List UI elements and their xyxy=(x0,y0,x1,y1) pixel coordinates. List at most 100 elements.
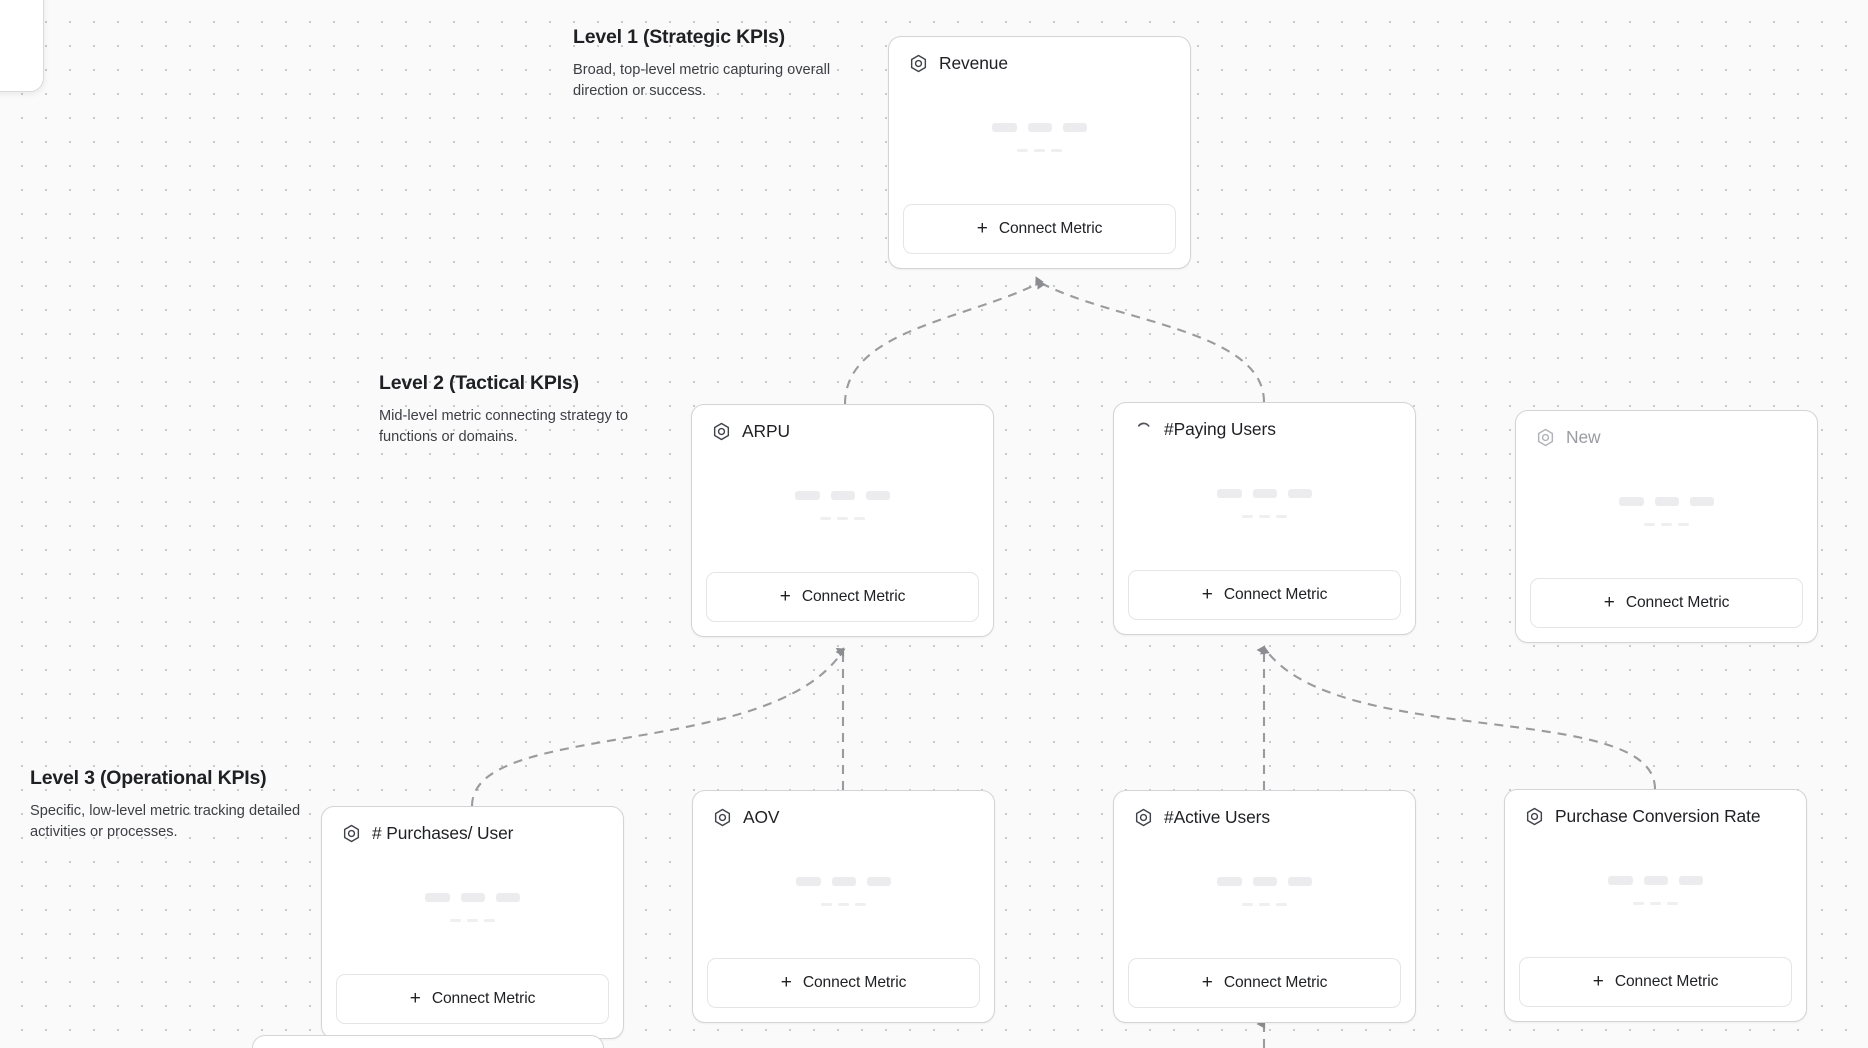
skeleton-dash xyxy=(821,902,832,907)
offscreen-card-bottom[interactable] xyxy=(252,1035,604,1048)
connect-metric-button[interactable]: + Connect Metric xyxy=(1128,570,1401,620)
skeleton-dash xyxy=(1667,901,1678,906)
skeleton-dash xyxy=(1661,522,1672,527)
plus-icon: + xyxy=(780,971,792,993)
edge-arpu-to-revenue xyxy=(843,276,1044,405)
skeleton-dash xyxy=(1017,148,1028,153)
level-1-title: Level 1 (Strategic KPIs) xyxy=(573,26,785,48)
skeleton-row-primary xyxy=(1217,488,1312,498)
card-title: #Active Users xyxy=(1164,806,1270,827)
skeleton-row-primary xyxy=(992,122,1087,132)
skeleton-dash xyxy=(467,918,478,923)
skeleton-row-secondary xyxy=(1242,514,1287,519)
card-header: #Active Users xyxy=(1114,791,1415,827)
skeleton-dash xyxy=(1678,522,1689,527)
card-header: Purchase Conversion Rate xyxy=(1505,790,1806,826)
skeleton-row-secondary xyxy=(821,902,866,907)
skeleton-row-secondary xyxy=(1633,901,1678,906)
skeleton-dash xyxy=(838,902,849,907)
skeleton-row-primary xyxy=(1217,876,1312,886)
skeleton-row-primary xyxy=(425,892,520,902)
plus-icon: + xyxy=(1201,971,1213,993)
metric-card-arpu[interactable]: ARPU + Connect Metric xyxy=(691,404,994,637)
skeleton-dash xyxy=(1051,148,1062,153)
plus-icon: + xyxy=(779,585,791,607)
skeleton-dash xyxy=(1242,902,1253,907)
skeleton-bar xyxy=(795,490,820,500)
card-skeleton-body xyxy=(693,827,994,958)
connect-metric-button[interactable]: + Connect Metric xyxy=(1530,578,1803,628)
connect-metric-button[interactable]: + Connect Metric xyxy=(336,974,609,1024)
connect-metric-label: Connect Metric xyxy=(998,220,1103,237)
connect-metric-button[interactable]: + Connect Metric xyxy=(706,572,979,622)
connect-metric-button[interactable]: + Connect Metric xyxy=(707,958,980,1008)
metric-card-active-users[interactable]: #Active Users + Connect Metric xyxy=(1113,790,1416,1023)
skeleton-row-primary xyxy=(795,490,890,500)
skeleton-bar xyxy=(1217,876,1242,886)
skeleton-row-secondary xyxy=(450,918,495,923)
card-header: ARPU xyxy=(692,405,993,441)
skeleton-dash xyxy=(1034,148,1045,153)
skeleton-dash xyxy=(1259,514,1270,519)
hexagon-metric-icon xyxy=(342,824,361,843)
skeleton-bar xyxy=(832,876,856,886)
spinner-loading-icon xyxy=(1134,420,1153,439)
connect-metric-button[interactable]: + Connect Metric xyxy=(1519,957,1792,1007)
edge-paying-users-to-revenue xyxy=(1037,279,1266,403)
plus-icon: + xyxy=(976,217,988,239)
skeleton-row-secondary xyxy=(1644,522,1689,527)
card-title: #Paying Users xyxy=(1164,418,1276,439)
skeleton-dash xyxy=(837,516,848,521)
card-skeleton-body xyxy=(322,843,623,974)
skeleton-row-primary xyxy=(1608,875,1703,885)
skeleton-dash xyxy=(854,516,865,521)
skeleton-bar xyxy=(1655,496,1679,506)
skeleton-bar xyxy=(1608,875,1633,885)
hexagon-metric-icon xyxy=(712,422,731,441)
connect-metric-button[interactable]: + Connect Metric xyxy=(1128,958,1401,1008)
card-skeleton-body xyxy=(1505,826,1806,957)
level-2-descriptor: Level 2 (Tactical KPIs) Mid-level metric… xyxy=(379,372,659,448)
skeleton-bar xyxy=(1253,876,1277,886)
skeleton-bar xyxy=(1679,875,1703,885)
skeleton-bar xyxy=(1288,876,1312,886)
hexagon-metric-icon xyxy=(1536,428,1555,447)
skeleton-bar xyxy=(1063,122,1087,132)
offscreen-card-top-left[interactable]: ➤ xyxy=(0,0,44,92)
metric-card-purchase-conversion-rate[interactable]: Purchase Conversion Rate + Connect Metri… xyxy=(1504,789,1807,1022)
connect-metric-button[interactable]: + Connect Metric xyxy=(903,204,1176,254)
skeleton-dash xyxy=(855,902,866,907)
skeleton-dash xyxy=(1276,902,1287,907)
skeleton-bar xyxy=(992,122,1017,132)
level-3-title: Level 3 (Operational KPIs) xyxy=(30,767,267,789)
skeleton-bar xyxy=(425,892,450,902)
skeleton-bar xyxy=(461,892,485,902)
plus-icon: + xyxy=(1592,970,1604,992)
card-header: #Paying Users xyxy=(1114,403,1415,439)
metric-card-aov[interactable]: AOV + Connect Metric xyxy=(692,790,995,1023)
skeleton-row-secondary xyxy=(1242,902,1287,907)
skeleton-bar xyxy=(1253,488,1277,498)
level-1-descriptor: Level 1 (Strategic KPIs) Broad, top-leve… xyxy=(573,26,853,102)
metric-card-revenue[interactable]: Revenue + Connect Metric xyxy=(888,36,1191,269)
edge-purchases-to-arpu xyxy=(470,647,846,807)
metric-card-paying-users[interactable]: #Paying Users + Connect Metric xyxy=(1113,402,1416,635)
card-skeleton-body xyxy=(1114,439,1415,570)
metric-card-new[interactable]: New + Connect Metric xyxy=(1515,410,1818,643)
card-skeleton-body xyxy=(1516,447,1817,578)
hexagon-metric-icon xyxy=(1525,807,1544,826)
connect-metric-label: Connect Metric xyxy=(801,588,906,605)
card-header: AOV xyxy=(693,791,994,827)
skeleton-dash xyxy=(1242,514,1253,519)
skeleton-dash xyxy=(450,918,461,923)
skeleton-row-secondary xyxy=(820,516,865,521)
metric-card-purchases-per-user[interactable]: # Purchases/ User + Connect Metric xyxy=(321,806,624,1039)
level-1-description: Broad, top-level metric capturing overal… xyxy=(573,62,831,100)
skeleton-bar xyxy=(1619,496,1644,506)
plus-icon: + xyxy=(409,987,421,1009)
plus-icon: + xyxy=(1603,591,1615,613)
skeleton-dash xyxy=(1650,901,1661,906)
hexagon-metric-icon xyxy=(909,54,928,73)
skeleton-dash xyxy=(1633,901,1644,906)
